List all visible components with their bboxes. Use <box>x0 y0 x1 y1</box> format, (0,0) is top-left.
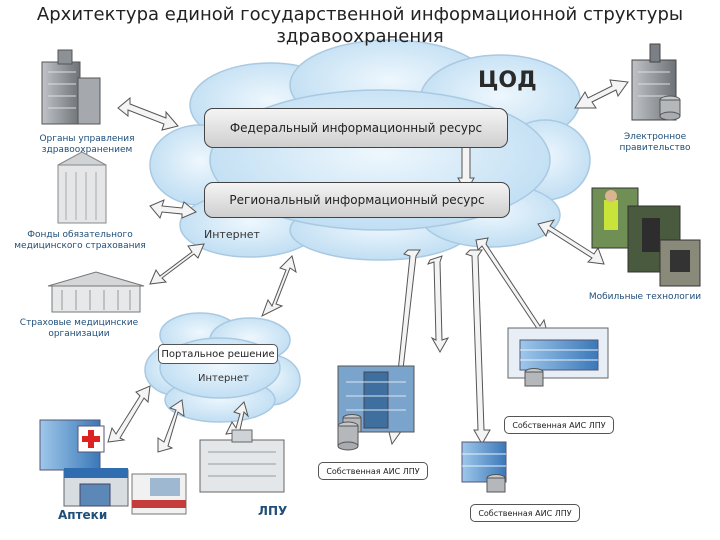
arrow-insurance <box>149 243 205 285</box>
arrow-ais1 <box>427 255 450 354</box>
insurance-building-icon <box>47 271 145 313</box>
arrow-ais2 <box>475 237 549 337</box>
clinic-building-icon <box>131 473 187 515</box>
arrow-organs <box>117 96 179 131</box>
connection-arrows <box>107 79 629 453</box>
portal-solution-box: Портальное решение <box>158 344 278 364</box>
arrow-ais4 <box>465 249 491 446</box>
cod-label: ЦОД <box>478 68 537 93</box>
lpu-ais-label-3: Собственная АИС ЛПУ <box>470 504 580 522</box>
lpu-ais-photo-3 <box>461 441 507 493</box>
insurance-label: Страховые медицинские организации <box>19 318 139 339</box>
pharmacy-building-icon <box>63 468 129 507</box>
lpu-ais-label-1: Собственная АИС ЛПУ <box>504 416 614 434</box>
lpu-ais-label-2: Собственная АИС ЛПУ <box>318 462 428 480</box>
hospital-building-icon <box>39 419 105 471</box>
lpu-ais-server-icon <box>337 421 359 451</box>
diagram-title: Архитектура единой государственной инфор… <box>36 4 684 47</box>
egov-building-icon <box>631 43 681 121</box>
regional-resource-box: Региональный информационный ресурс <box>204 182 510 218</box>
mobile-photo <box>591 187 701 287</box>
mobile-label: Мобильные технологии <box>588 292 702 302</box>
funds-label: Фонды обязательного медицинского страхов… <box>14 230 146 251</box>
lpu-building-icon <box>199 429 285 493</box>
lpu-label: ЛПУ <box>258 504 288 518</box>
organs-label: Органы управления здравоохранением <box>39 134 135 155</box>
organs-building-icon <box>41 49 101 125</box>
internet-label-main: Интернет <box>204 228 260 241</box>
arrow-mobile <box>537 219 605 265</box>
lpu-ais-photo-2 <box>507 327 609 387</box>
egov-label: Электронное правительство <box>619 132 691 153</box>
lpu-ais-photo-1 <box>337 365 415 433</box>
arrow-portal-link <box>261 255 297 318</box>
federal-resource-box: Федеральный информационный ресурс <box>204 108 508 148</box>
internet-label-portal: Интернет <box>198 373 249 384</box>
arrow-pharm-1 <box>107 385 151 443</box>
arrow-funds <box>149 199 197 220</box>
arrow-pharm-2 <box>157 399 185 453</box>
pharmacies-label: Аптеки <box>58 508 108 522</box>
portal-cloud <box>144 312 301 423</box>
arrow-egov <box>574 79 629 109</box>
funds-building-icon <box>57 151 107 224</box>
